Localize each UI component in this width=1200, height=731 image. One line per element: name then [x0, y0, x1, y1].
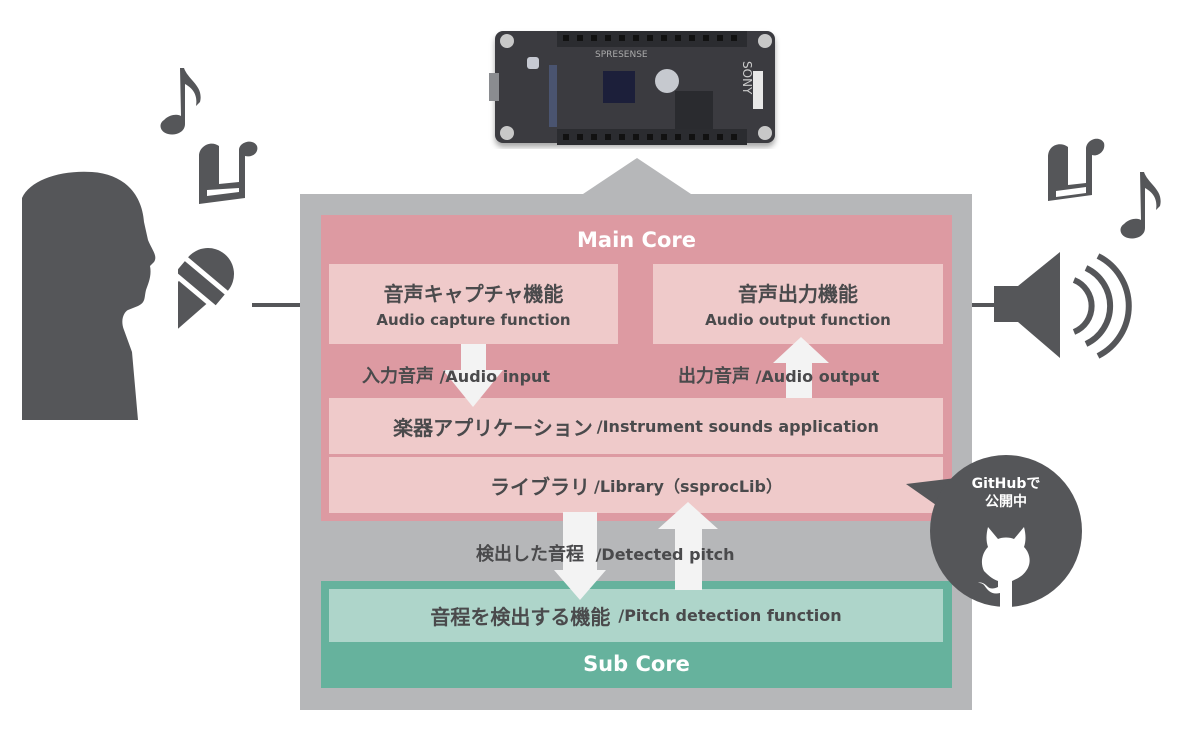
library-box: ライブラリ /Library（ssprocLib）	[329, 457, 943, 513]
main-core-title: Main Core	[577, 228, 696, 252]
beamed-notes-icon	[195, 138, 260, 204]
github-badge-line2: 公開中	[985, 494, 1027, 510]
music-note-icon	[158, 66, 208, 136]
board-brand: SONY	[740, 61, 754, 95]
sub-core-title: Sub Core	[583, 652, 690, 676]
audio-output-flow-en: /Audio output	[755, 367, 880, 386]
audio-output-label: 出力音声 /Audio output	[678, 362, 879, 388]
spresense-board: SPRESENSE SONY	[485, 25, 781, 149]
instrument-app-jp: 楽器アプリケーション	[393, 415, 593, 440]
audio-output-arrow	[773, 337, 829, 398]
github-badge[interactable]: GitHubで 公開中	[930, 455, 1082, 607]
instrument-app-en: /Instrument sounds application	[596, 416, 879, 436]
audio-capture-box: 音声キャプチャ機能 Audio capture function	[329, 264, 618, 344]
music-note-icon	[1118, 170, 1168, 240]
audio-output-flow-jp: 出力音声	[678, 366, 750, 387]
detected-pitch-jp: 検出した音程	[476, 544, 584, 565]
audio-output-en: Audio output function	[705, 311, 891, 329]
board-label: SPRESENSE	[595, 50, 648, 60]
audio-input-en: /Audio input	[439, 367, 551, 386]
detected-pitch-down-arrow	[554, 512, 606, 601]
detected-pitch-up-arrow	[658, 502, 718, 590]
audio-input-jp: 入力音声	[362, 366, 434, 387]
audio-capture-en: Audio capture function	[376, 311, 571, 329]
audio-output-jp: 音声出力機能	[738, 282, 858, 306]
detected-pitch-en: /Detected pitch	[595, 545, 735, 564]
instrument-app-box: 楽器アプリケーション /Instrument sounds applicatio…	[329, 398, 943, 454]
audio-output-box: 音声出力機能 Audio output function	[653, 264, 943, 344]
audio-capture-jp: 音声キャプチャ機能	[383, 282, 564, 306]
mic-connector-line	[252, 303, 332, 307]
singer-silhouette-icon	[20, 170, 160, 422]
library-jp: ライブラリ	[490, 474, 590, 499]
speaker-icon	[994, 250, 1134, 360]
detected-pitch-label: 検出した音程 /Detected pitch	[476, 540, 735, 566]
pitch-detection-en: /Pitch detection function	[618, 606, 842, 625]
audio-input-label: 入力音声 /Audio input	[362, 362, 550, 388]
pitch-detection-box: 音程を検出する機能 /Pitch detection function	[329, 589, 943, 642]
frame-pointer	[583, 158, 691, 194]
github-octocat-icon	[976, 525, 1036, 607]
github-badge-line1: GitHubで	[971, 476, 1041, 492]
library-en: /Library（ssprocLib）	[594, 477, 782, 496]
audio-input-arrow	[443, 344, 503, 408]
beamed-notes-icon	[1046, 135, 1108, 201]
pitch-detection-jp: 音程を検出する機能	[430, 605, 611, 629]
